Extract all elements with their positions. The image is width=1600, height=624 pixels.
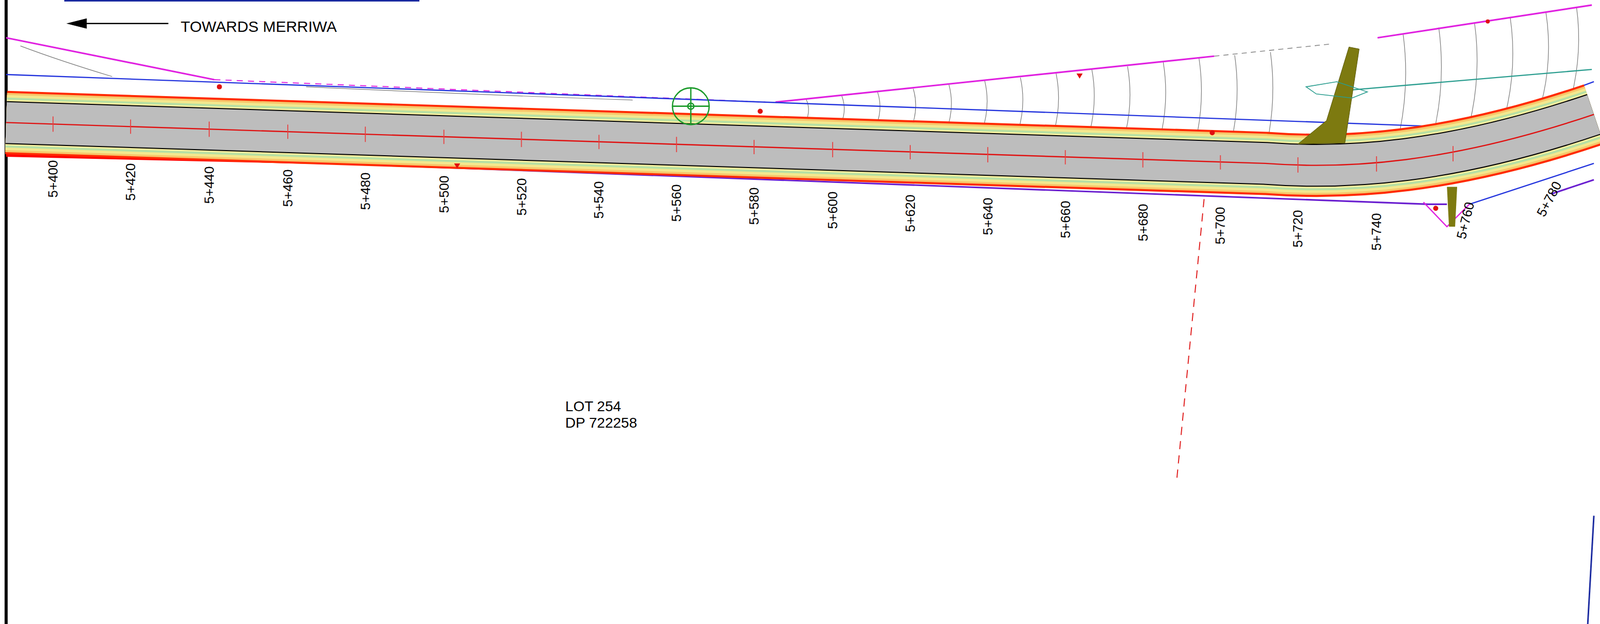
contour	[306, 86, 633, 101]
contour	[1540, 12, 1549, 106]
chainage-ticks	[52, 116, 1454, 173]
road-verge	[6, 114, 1594, 166]
chainage-label: 5+720	[1291, 210, 1305, 248]
tick	[208, 121, 210, 137]
watercourse	[1352, 69, 1593, 90]
road-formation	[6, 114, 1594, 166]
direction-label: TOWARDS MERRIWA	[180, 19, 337, 35]
tick	[443, 129, 445, 144]
tick	[130, 119, 132, 134]
property-boundary	[1377, 5, 1592, 39]
tick	[753, 139, 755, 155]
tick	[832, 141, 834, 158]
survey-point	[1485, 19, 1491, 24]
contour	[1196, 58, 1202, 140]
boundary-line	[1587, 515, 1594, 624]
title-bar-line	[64, 0, 420, 2]
chainage-label: 5+660	[1058, 200, 1073, 239]
tick	[1064, 150, 1066, 165]
boundaries	[6, 5, 1594, 483]
arrow-shaft	[81, 22, 169, 25]
chainage-label: 5+620	[903, 194, 917, 233]
drainage-channel	[1446, 187, 1458, 227]
contour	[1504, 17, 1513, 116]
road-shoulder	[6, 114, 1594, 166]
direction-arrow	[66, 18, 169, 29]
boundary-dashed	[1214, 43, 1332, 57]
road	[6, 114, 1594, 166]
chainage-label: 5+480	[358, 172, 373, 210]
chainage-label: 5+760	[1454, 200, 1477, 241]
tick	[52, 116, 54, 133]
tick	[1452, 145, 1454, 162]
arrow-head	[66, 18, 87, 29]
contour	[1088, 69, 1095, 136]
tick	[364, 126, 366, 142]
pavement	[6, 114, 1594, 166]
chainage-label: 5+560	[669, 184, 684, 223]
chainage-label: 5+420	[123, 162, 138, 201]
property-boundary	[6, 38, 215, 80]
chainage-label: 5+440	[202, 166, 216, 204]
deposited-plan-label: DP 722258	[565, 415, 638, 431]
tick	[1375, 156, 1377, 172]
chainage-label: 5+460	[281, 169, 295, 207]
contour	[1398, 33, 1406, 141]
chainage-label: 5+700	[1213, 207, 1227, 245]
tick	[1142, 152, 1144, 168]
seal-edge	[6, 114, 1594, 166]
chainage-label: 5+640	[981, 197, 995, 236]
tick	[598, 134, 600, 150]
chainage-label: 5+740	[1369, 213, 1384, 251]
tick	[521, 131, 523, 147]
tree-symbol	[672, 87, 709, 125]
chainage-label: 5+500	[437, 175, 451, 213]
lot-label: LOT 254	[565, 399, 621, 414]
road-shoulder	[6, 114, 1594, 166]
property-boundary	[775, 56, 1215, 102]
tick	[675, 136, 677, 153]
chainage-label: 5+540	[592, 181, 606, 219]
survey-point	[216, 84, 223, 90]
tick	[909, 144, 911, 160]
tick	[287, 124, 289, 139]
chainage-label: 5+580	[747, 187, 761, 226]
chainage-label: 5+600	[825, 191, 840, 230]
chainage-label: 5+520	[515, 178, 529, 216]
survey-point	[1076, 73, 1083, 79]
contour	[1469, 22, 1478, 125]
tick	[1220, 155, 1222, 170]
survey-point	[1432, 205, 1439, 211]
contour	[1231, 54, 1238, 141]
survey-marks	[216, 19, 1491, 212]
contour	[1124, 66, 1131, 137]
lot-boundary-dashed	[1176, 198, 1205, 482]
contour	[1571, 7, 1579, 98]
drainage	[1297, 46, 1458, 227]
survey-point	[1209, 130, 1216, 136]
contour	[1267, 51, 1274, 142]
road-shoulder	[6, 114, 1594, 166]
tree-cross	[672, 105, 709, 107]
tree-canopy	[672, 87, 709, 125]
contour	[1433, 27, 1442, 134]
chainage-label: 5+400	[46, 159, 60, 198]
survey-point	[453, 163, 461, 169]
chainage-label: 5+680	[1136, 204, 1150, 242]
centreline	[6, 114, 1594, 166]
headwall	[1306, 81, 1368, 99]
survey-point	[757, 108, 763, 115]
chainage-label: 5+780	[1534, 179, 1564, 219]
tick	[987, 146, 989, 163]
contour	[1160, 62, 1166, 138]
tick	[1297, 157, 1299, 173]
